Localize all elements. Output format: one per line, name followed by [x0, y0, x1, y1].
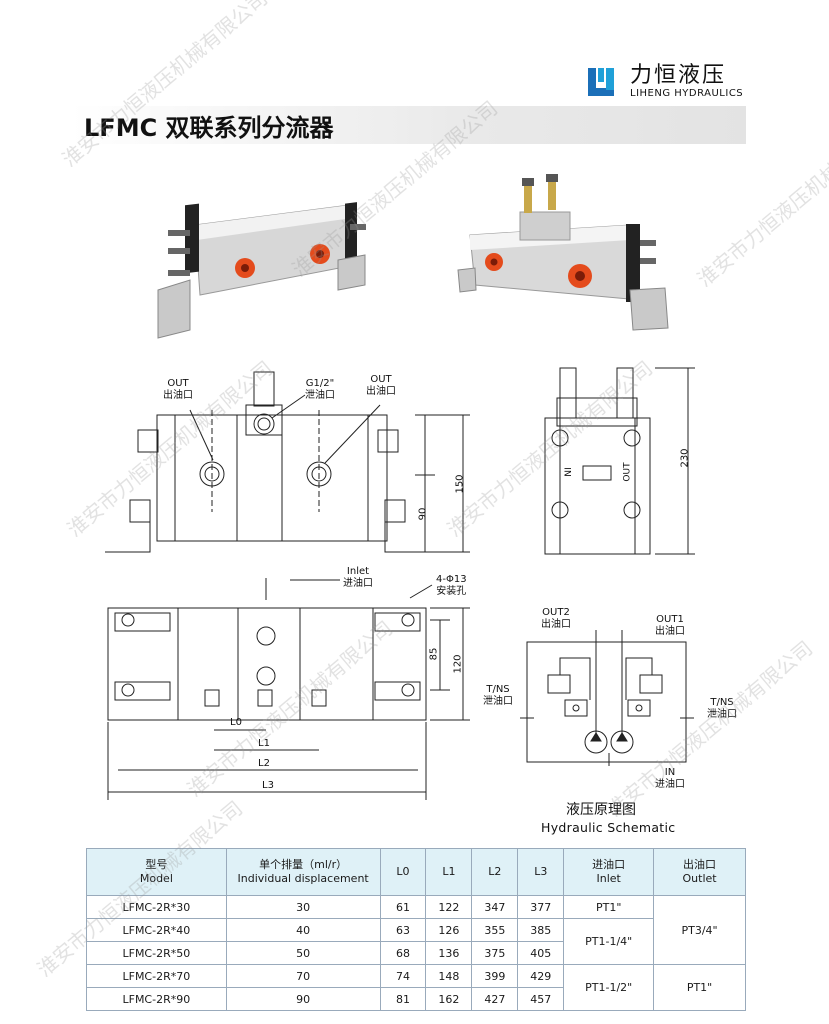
cell-l0: 63: [379, 918, 427, 942]
dim-230: 230: [679, 448, 691, 468]
schematic-caption-cn: 液压原理图: [566, 802, 636, 818]
hydraulic-schematic: [520, 630, 694, 766]
cell-outlet: PT1": [653, 964, 746, 1011]
cell-l2: 347: [471, 895, 519, 919]
cell-model: LFMC-2R*40: [86, 918, 227, 942]
cell-l2: 427: [471, 987, 519, 1011]
brand-logo: 力恒液压 LIHENG HYDRAULICS: [586, 64, 743, 100]
dim-l3: L3: [262, 780, 274, 791]
cell-l1: 162: [425, 987, 473, 1011]
brand-name-en: LIHENG HYDRAULICS: [630, 88, 744, 99]
cell-inlet: PT1": [563, 895, 655, 919]
cell-l1: 148: [425, 964, 473, 988]
cell-model: LFMC-2R*90: [86, 987, 227, 1011]
brand-name-cn: 力恒液压: [630, 63, 727, 88]
cell-outlet: PT3/4": [653, 895, 746, 965]
cell-model: LFMC-2R*70: [86, 964, 227, 988]
title-bar: [70, 106, 746, 144]
cell-disp: 40: [225, 918, 381, 942]
cell-l3: 377: [517, 895, 565, 919]
schematic-caption-en: Hydraulic Schematic: [541, 820, 676, 835]
cell-l0: 61: [379, 895, 427, 919]
cell-l3: 429: [517, 964, 565, 988]
col-displacement: 单个排量（ml/r）Individual displacement: [225, 848, 381, 896]
dim-85: 85: [428, 647, 440, 661]
table-row: LFMC-2R*70 70 74 148 399 429 PT1-1/2" PT…: [86, 964, 746, 1011]
cell-inlet: PT1-1/2": [563, 964, 655, 1011]
page-title: LFMC 双联系列分流器: [84, 114, 334, 142]
cell-disp: 70: [225, 964, 381, 988]
front-view: [105, 371, 470, 553]
col-l3: L3: [517, 848, 565, 896]
table-row: LFMC-2R*90 90 81 162 427 457: [86, 987, 746, 1011]
dim-120: 120: [452, 654, 464, 674]
product-photo-side: [457, 174, 669, 331]
table-row: LFMC-2R*30 30 61 122 347 377 PT1" PT3/4": [86, 895, 746, 965]
cell-model: LFMC-2R*50: [86, 941, 227, 965]
cell-disp: 50: [225, 941, 381, 965]
cell-disp: 30: [225, 895, 381, 919]
cell-l1: 126: [425, 918, 473, 942]
col-l2: L2: [471, 848, 519, 896]
dim-l2: L2: [258, 758, 270, 769]
label-g12: G1/2"泄油口: [305, 378, 335, 401]
cell-l2: 399: [471, 964, 519, 988]
dim-90: 90: [417, 507, 429, 521]
cell-l3: 457: [517, 987, 565, 1011]
dim-l0: L0: [230, 717, 242, 728]
table-row: LFMC-2R*40 40 63 126 355 385 PT1-1/4": [86, 918, 746, 965]
cell-l0: 68: [379, 941, 427, 965]
col-l0: L0: [379, 848, 427, 896]
cell-disp: 90: [225, 987, 381, 1011]
cell-l3: 385: [517, 918, 565, 942]
product-photo-front: [157, 202, 366, 339]
side-view: [544, 367, 695, 555]
cell-l2: 375: [471, 941, 519, 965]
cell-l0: 74: [379, 964, 427, 988]
dim-l1: L1: [258, 738, 270, 749]
col-l1: L1: [425, 848, 473, 896]
cell-l1: 136: [425, 941, 473, 965]
cell-model: LFMC-2R*30: [86, 895, 227, 919]
dim-150: 150: [454, 474, 466, 494]
table-row: LFMC-2R*50 50 68 136 375 405: [86, 941, 746, 965]
side-label-out: OUT: [622, 462, 633, 482]
cell-inlet: PT1-1/4": [563, 918, 655, 965]
cell-l1: 122: [425, 895, 473, 919]
cell-l0: 81: [379, 987, 427, 1011]
top-view: [107, 578, 470, 800]
side-label-in: IN: [561, 467, 572, 477]
logo-icon: [586, 64, 622, 100]
cell-l2: 355: [471, 918, 519, 942]
cell-l3: 405: [517, 941, 565, 965]
